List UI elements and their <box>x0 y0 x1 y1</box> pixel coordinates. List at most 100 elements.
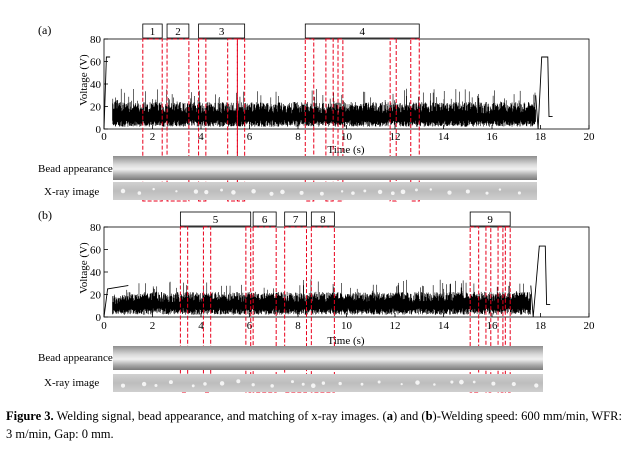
panel-a-region-band <box>236 38 246 202</box>
panel-b-xray-strip <box>113 374 543 392</box>
panel-a-xtick-label: 6 <box>247 131 253 143</box>
panel-b-xtick-label: 14 <box>438 320 450 332</box>
panel-a-region-band <box>166 38 190 202</box>
panel-a-region-box <box>166 23 190 39</box>
panel-b-region-band <box>504 226 511 393</box>
panel-a-xray-spot <box>363 189 367 193</box>
panel-b-xray-spot <box>459 379 464 385</box>
panel-a-region-band <box>410 38 420 202</box>
panel-a-xray-spot <box>319 191 324 196</box>
panel-b-xray-spot <box>251 383 255 387</box>
panel-b-xtick-label: 4 <box>198 320 204 332</box>
panel-b-region-band <box>245 226 252 393</box>
panel-b-region-label: 5 <box>213 214 219 226</box>
panel-b-region-label: 7 <box>293 214 299 226</box>
panel-a-xray-spot <box>377 189 383 195</box>
panel-a-xray-spot <box>120 188 126 194</box>
panel-a-xray-label: X-ray image <box>44 186 99 198</box>
panel-b-signal-end <box>530 245 551 318</box>
panel-b-xlabel: Time (s) <box>327 335 365 347</box>
panel-a-xray-spot <box>152 187 155 191</box>
panel-a-xray-spot <box>220 188 223 192</box>
panel-a-xray-spot <box>517 191 521 195</box>
caption-text-3: )-Welding speed: 600 mm/min, WFR: 3 m/mi… <box>6 409 622 441</box>
panel-b-region-box <box>284 211 307 227</box>
panel-b-xtick-label: 6 <box>247 320 253 332</box>
panel-b-bead-label: Bead appearance <box>38 352 113 364</box>
panel-b-xray-spot <box>236 379 241 384</box>
panel-b-region-label: 6 <box>262 214 268 226</box>
panel-a-xtick-label: 0 <box>101 131 107 143</box>
panel-a-region-band <box>389 38 397 202</box>
panel-b-xray-spot <box>338 381 342 386</box>
panel-a-xray-spot <box>429 188 432 191</box>
panel-b-xray-spot <box>534 383 539 388</box>
panel-b-xray-spot <box>450 380 454 384</box>
panel-a-region-box <box>304 23 420 39</box>
panel-b-xtick-label: 0 <box>101 320 107 332</box>
panel-b-ylabel: Voltage (V) <box>78 242 90 294</box>
panel-b-ytick-label: 0 <box>96 312 102 324</box>
panel-a-xtick-label: 8 <box>295 131 301 143</box>
panel-a-xtick-label: 12 <box>390 131 401 143</box>
panel-a-xtick-label: 4 <box>198 131 204 143</box>
panel-b-xray-spot <box>400 383 403 386</box>
panel-a-bead-strip <box>113 156 537 180</box>
panel-b-xray-spot <box>433 383 436 386</box>
panel-a-region-band <box>337 38 344 202</box>
panel-a-xtick-label: 16 <box>487 131 499 143</box>
panel-a-bead-label: Bead appearance <box>38 163 113 175</box>
panel-a-xray-spot <box>280 189 285 195</box>
panel-b-ytick-label: 40 <box>90 267 102 279</box>
panel-a-xray-spot <box>231 190 236 195</box>
panel-b-xray-label: X-ray image <box>44 377 99 389</box>
panel-a-xray-spot <box>485 191 489 195</box>
caption-text-1: Welding signal, bead appearance, and mat… <box>56 409 387 423</box>
panel-a-xray-strip <box>113 182 537 200</box>
panel-a-signal-bursts <box>112 88 536 127</box>
panel-a-xray-spot <box>299 190 304 195</box>
panel-b-region-label: 9 <box>487 214 493 226</box>
panel-a-ytick-label: 0 <box>96 124 102 136</box>
panel-b-signal-bursts <box>112 279 531 315</box>
panel-b-ytick-label: 60 <box>90 245 102 257</box>
panel-a-ytick-label: 80 <box>90 34 102 46</box>
panel-a-xray-spot <box>175 190 178 193</box>
panel-a-xtick-label: 20 <box>584 131 596 143</box>
panel-b-xray-spot <box>154 383 158 387</box>
panel-a-region-label: 3 <box>219 26 225 38</box>
panel-b-xray-spot <box>270 384 274 388</box>
panel-a-region-box <box>142 23 163 39</box>
panel-b-xray-spot <box>310 383 316 388</box>
panel-a-xray-spot <box>340 190 344 193</box>
panel-b-xtick-label: 20 <box>584 320 596 332</box>
panel-a-xray-spot <box>193 189 199 194</box>
panel-b-xray-spot <box>290 380 294 384</box>
panel-b-xray-spot <box>415 380 420 385</box>
panel-b-signal-start <box>103 285 129 318</box>
panel-b-xray-spot <box>168 380 173 385</box>
panel-a-signal-end <box>535 56 553 130</box>
panel-b-xtick-label: 16 <box>487 320 499 332</box>
panel-a-region-band <box>198 38 207 202</box>
panel-a-xray-spot <box>204 190 209 195</box>
panel-a-signal <box>103 56 553 130</box>
panel-b-ytick-label: 80 <box>90 222 102 234</box>
panel-b-signal <box>103 245 551 318</box>
panel-a-region-label: 1 <box>150 26 156 38</box>
panel-a-ytick-label: 20 <box>90 102 102 114</box>
panel-b-xtick-label: 18 <box>535 320 547 332</box>
panel-a-xtick-label: 2 <box>150 131 156 143</box>
panel-b-xray-spot <box>203 382 207 386</box>
panel-b-xray-spots <box>120 379 539 388</box>
panel-b-xray-spot <box>141 381 147 387</box>
caption-b: b <box>425 409 433 423</box>
panel-a-xray-spot <box>137 191 142 195</box>
panel-a-xray-spot <box>351 191 355 195</box>
panel-b-xray-spot <box>511 382 516 387</box>
panel-a-xray-spot <box>447 190 452 195</box>
panel-a-region-label: 2 <box>175 26 181 38</box>
